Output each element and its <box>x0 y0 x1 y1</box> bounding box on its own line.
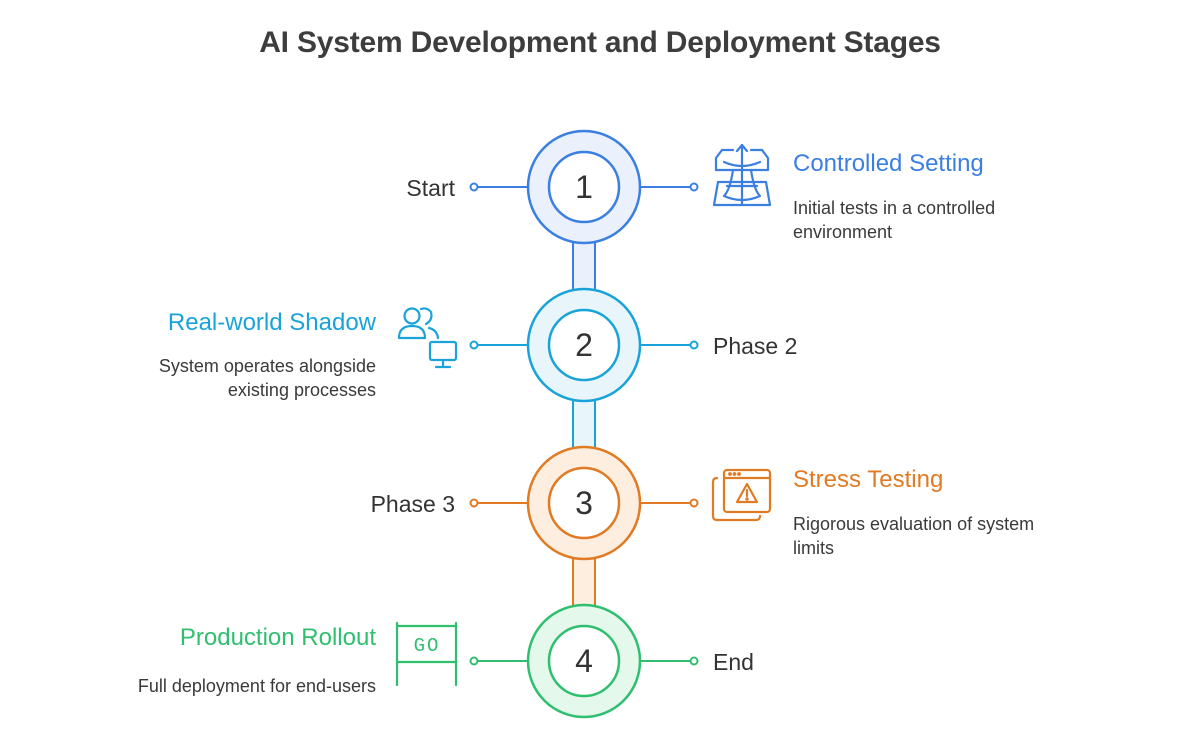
inner-circle <box>547 150 621 224</box>
right-endpoint-dot <box>689 656 699 666</box>
stage-3-heading: Stress Testing <box>793 466 944 493</box>
stage-number: 2 <box>575 327 593 363</box>
users-monitor-icon <box>397 307 458 369</box>
left-endpoint-dot <box>469 656 479 666</box>
stage-3-description: Rigorous evaluation of system limits <box>793 514 1035 558</box>
inner-circle <box>547 624 621 698</box>
stage-1-description: Initial tests in a controlled environmen… <box>793 198 996 242</box>
inner-circle <box>547 466 621 540</box>
diagram-title: AI System Development and Deployment Sta… <box>259 26 941 59</box>
stage-4-node: 4 <box>469 603 699 719</box>
left-endpoint-dot <box>469 182 479 192</box>
stage-2-description: System operates alongside existing proce… <box>158 356 376 400</box>
left-endpoint-dot <box>469 498 479 508</box>
stage-1-side-label: Start <box>406 175 455 201</box>
connector-3-4 <box>572 555 596 610</box>
browser-warning-icon <box>711 468 772 522</box>
map-layers-icon <box>712 143 772 207</box>
stage-number: 1 <box>575 169 593 205</box>
stage-2-side-label: Phase 2 <box>713 333 798 359</box>
stage-2-node: 2 <box>469 287 699 403</box>
stage-number: 3 <box>575 485 593 521</box>
right-endpoint-dot <box>689 182 699 192</box>
right-endpoint-dot <box>689 498 699 508</box>
inner-circle <box>547 308 621 382</box>
left-endpoint-dot <box>469 340 479 350</box>
stage-4-description: Full deployment for end-users <box>137 676 376 696</box>
stage-3-side-label: Phase 3 <box>370 491 455 517</box>
right-endpoint-dot <box>689 340 699 350</box>
stage-4-side-label: End <box>713 649 754 675</box>
stage-3-node: 3 <box>469 445 699 561</box>
go-flag-icon: GO <box>395 621 458 687</box>
stage-1-heading: Controlled Setting <box>793 150 984 177</box>
stage-1-node: 1 <box>469 129 699 245</box>
stage-number: 4 <box>575 643 593 679</box>
stage-2-heading: Real-world Shadow <box>167 309 376 336</box>
connector-2-3 <box>572 397 596 452</box>
connector-1-2 <box>572 239 596 294</box>
stage-4-heading: Production Rollout <box>179 624 376 651</box>
go-flag-text: GO <box>414 635 441 657</box>
